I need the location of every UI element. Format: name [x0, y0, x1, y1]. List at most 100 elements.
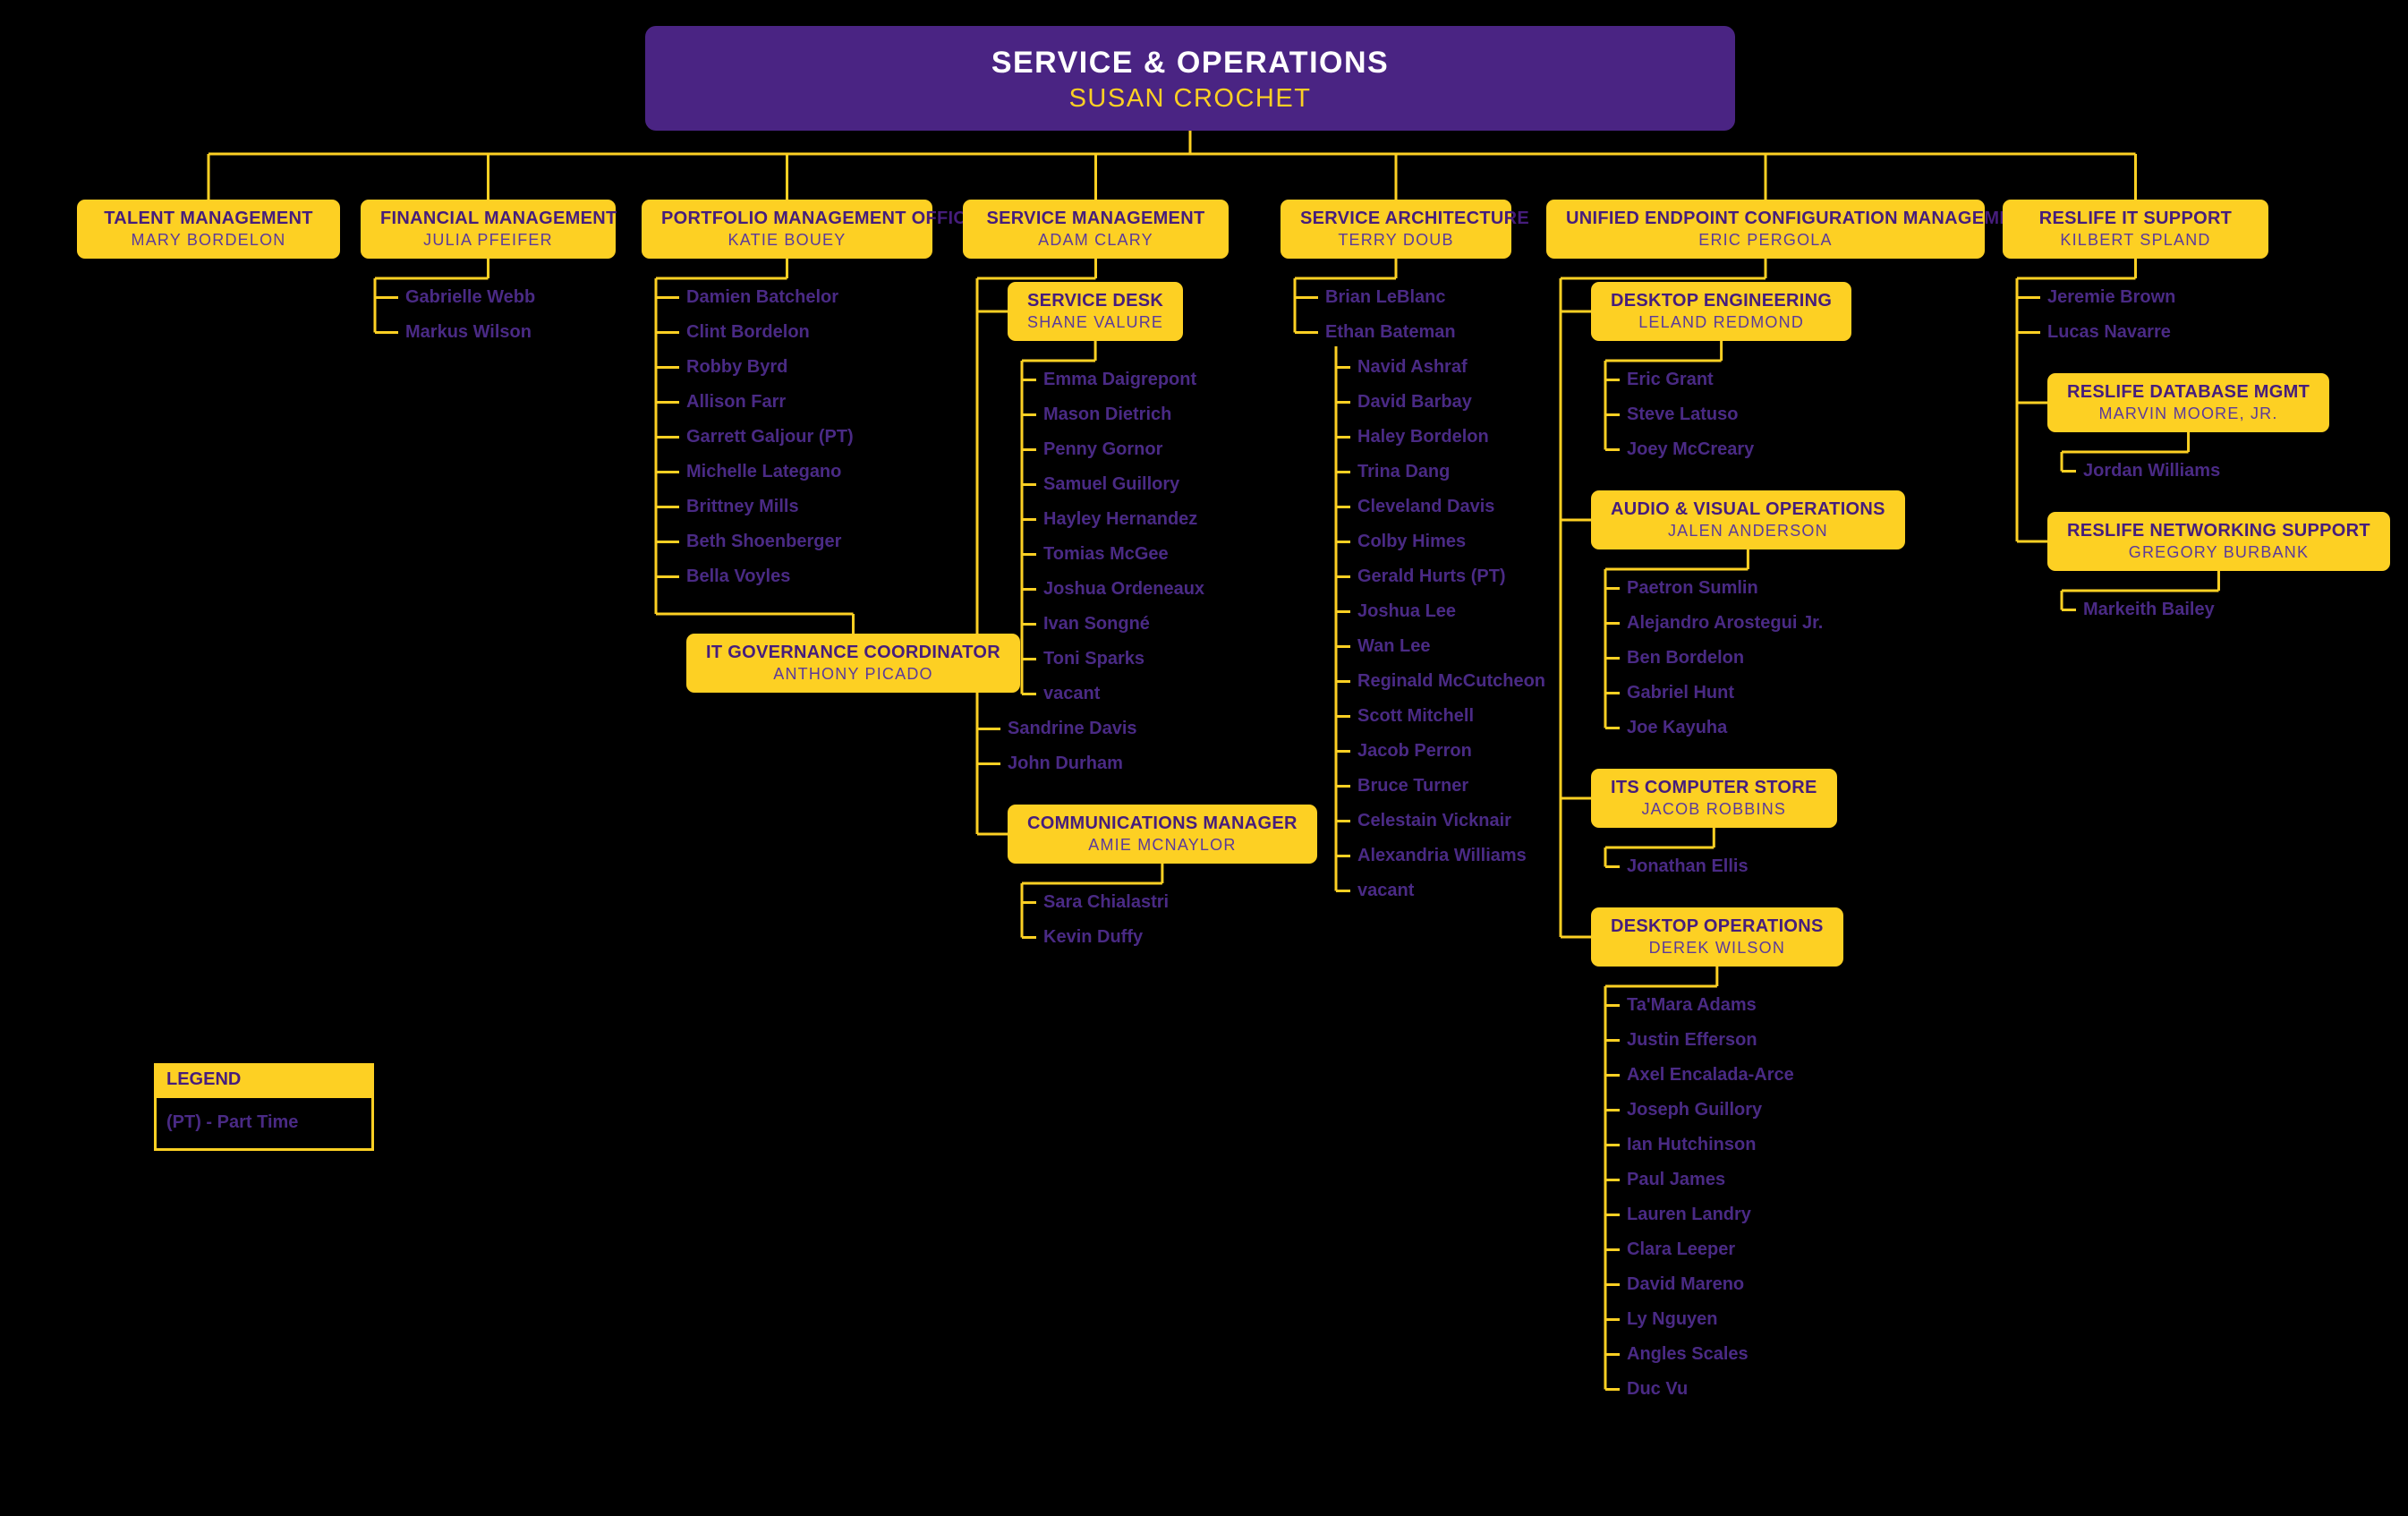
- staff-row: Ta'Mara Adams: [1627, 988, 1985, 1023]
- staff-row: Lucas Navarre: [2047, 315, 2268, 350]
- dept-person: KATIE BOUEY: [728, 231, 847, 249]
- staff-row: Paetron Sumlin: [1627, 571, 1985, 606]
- person-name: Gabriel Hunt: [1627, 683, 1735, 703]
- dept-title: UNIFIED ENDPOINT CONFIGURATION MANAGEMEN…: [1566, 209, 2037, 228]
- staff-row: Navid Ashraf: [1357, 350, 1511, 385]
- person-name: Sandrine Davis: [1008, 719, 1137, 738]
- staff-row: Ben Bordelon: [1627, 641, 1985, 676]
- person-name: Joe Kayuha: [1627, 718, 1728, 737]
- staff-row: Joey McCreary: [1627, 432, 1985, 467]
- sub-dept-it-governance-coordinator: IT GOVERNANCE COORDINATOR ANTHONY PICADO: [686, 634, 1020, 693]
- person-name: Ta'Mara Adams: [1627, 995, 1757, 1015]
- staff-row: Jordan Williams: [2083, 454, 2268, 489]
- person-name: Eric Grant: [1627, 370, 1714, 389]
- staff-row: Axel Encalada-Arce: [1627, 1058, 1985, 1093]
- legend: LEGEND (PT) - Part Time: [154, 1063, 374, 1151]
- dept-title: FINANCIAL MANAGEMENT: [380, 209, 617, 228]
- staff-row: Haley Bordelon: [1357, 420, 1511, 455]
- staff-row: Brian LeBlanc: [1325, 280, 1511, 315]
- staff-row: Gabriel Hunt: [1627, 676, 1985, 711]
- staff-row: vacant: [1357, 873, 1511, 908]
- person-name: John Durham: [1008, 754, 1123, 773]
- person-name: Ethan Bateman: [1325, 322, 1456, 342]
- staff-row: Lauren Landry: [1627, 1197, 1985, 1232]
- person-name: Clara Leeper: [1627, 1239, 1736, 1259]
- staff-row: Ian Hutchinson: [1627, 1128, 1985, 1163]
- person-name: Lucas Navarre: [2047, 322, 2171, 342]
- person-name: Michelle Lategano: [686, 462, 842, 481]
- staff-row: Tomias McGee: [1043, 537, 1229, 572]
- sub-dept-box: ITS COMPUTER STORE JACOB ROBBINS: [1591, 769, 1837, 828]
- staff-row: Kevin Duffy: [1043, 920, 1229, 955]
- person-name: Brian LeBlanc: [1325, 287, 1446, 307]
- dept-title: RESLIFE IT SUPPORT: [2038, 209, 2233, 228]
- person-name: Ben Bordelon: [1627, 648, 1745, 668]
- dept-title: SERVICE ARCHITECTURE: [1300, 209, 1530, 228]
- dept-title: IT GOVERNANCE COORDINATOR: [706, 643, 1000, 662]
- staff-row: Markus Wilson: [405, 315, 616, 350]
- staff-row: vacant: [1043, 677, 1229, 711]
- person-name: Joseph Guillory: [1627, 1100, 1763, 1120]
- person-name: Angles Scales: [1627, 1344, 1749, 1364]
- dept-title: ITS COMPUTER STORE: [1611, 778, 1817, 797]
- dept-person: JULIA PFEIFER: [423, 231, 553, 249]
- dept-box: FINANCIAL MANAGEMENT JULIA PFEIFER: [361, 200, 617, 259]
- person-name: Haley Bordelon: [1357, 427, 1489, 447]
- person-name: Penny Gornor: [1043, 439, 1163, 459]
- person-name: Wan Lee: [1357, 636, 1431, 656]
- person-name: vacant: [1357, 881, 1415, 900]
- person-name: vacant: [1043, 684, 1101, 703]
- person-name: Paul James: [1627, 1170, 1726, 1189]
- staff-row: Damien Batchelor: [686, 280, 932, 315]
- staff-row: Angles Scales: [1627, 1337, 1985, 1372]
- dept-person: DEREK WILSON: [1648, 939, 1786, 957]
- root-person: SUSAN CROCHET: [1068, 84, 1312, 113]
- staff-row: Brittney Mills: [686, 490, 932, 524]
- person-name: David Mareno: [1627, 1274, 1745, 1294]
- person-name: Duc Vu: [1627, 1379, 1689, 1399]
- person-name: Steve Latuso: [1627, 405, 1739, 424]
- staff-row: Alexandria Williams: [1357, 839, 1527, 873]
- person-name: Toni Sparks: [1043, 649, 1144, 669]
- sub-dept-box: IT GOVERNANCE COORDINATOR ANTHONY PICADO: [686, 634, 1020, 693]
- dept-title: PORTFOLIO MANAGEMENT OFFICE: [661, 209, 979, 228]
- person-name: Damien Batchelor: [686, 287, 839, 307]
- person-name: Jordan Williams: [2083, 461, 2221, 481]
- legend-item-part-time: (PT) - Part Time: [154, 1095, 374, 1151]
- person-name: Justin Efferson: [1627, 1030, 1757, 1050]
- dept-person: JACOB ROBBINS: [1641, 800, 1787, 818]
- person-name: Allison Farr: [686, 392, 787, 412]
- staff-row: Ivan Songné: [1043, 607, 1229, 642]
- staff-row: Beth Shoenberger: [686, 524, 932, 559]
- person-name: Kevin Duffy: [1043, 927, 1144, 947]
- staff-row: Joshua Lee: [1357, 594, 1511, 629]
- root-title: SERVICE & OPERATIONS: [991, 46, 1390, 80]
- person-name: Tomias McGee: [1043, 544, 1169, 564]
- dept-title: RESLIFE DATABASE MGMT: [2067, 382, 2310, 402]
- staff-row: Trina Dang: [1357, 455, 1511, 490]
- dept-box: PORTFOLIO MANAGEMENT OFFICE KATIE BOUEY: [642, 200, 979, 259]
- staff-row: Reginald McCutcheon: [1357, 664, 1545, 699]
- staff-row: Ly Nguyen: [1627, 1302, 1985, 1337]
- dept-person: AMIE MCNAYLOR: [1088, 836, 1237, 854]
- staff-row: Joe Kayuha: [1627, 711, 1985, 745]
- dept-person: ANTHONY PICADO: [773, 665, 933, 683]
- branch-portfolio-management-office: PORTFOLIO MANAGEMENT OFFICE KATIE BOUEY Da…: [642, 200, 1020, 693]
- person-name: Ivan Songné: [1043, 614, 1150, 634]
- staff-row: Clara Leeper: [1627, 1232, 1985, 1267]
